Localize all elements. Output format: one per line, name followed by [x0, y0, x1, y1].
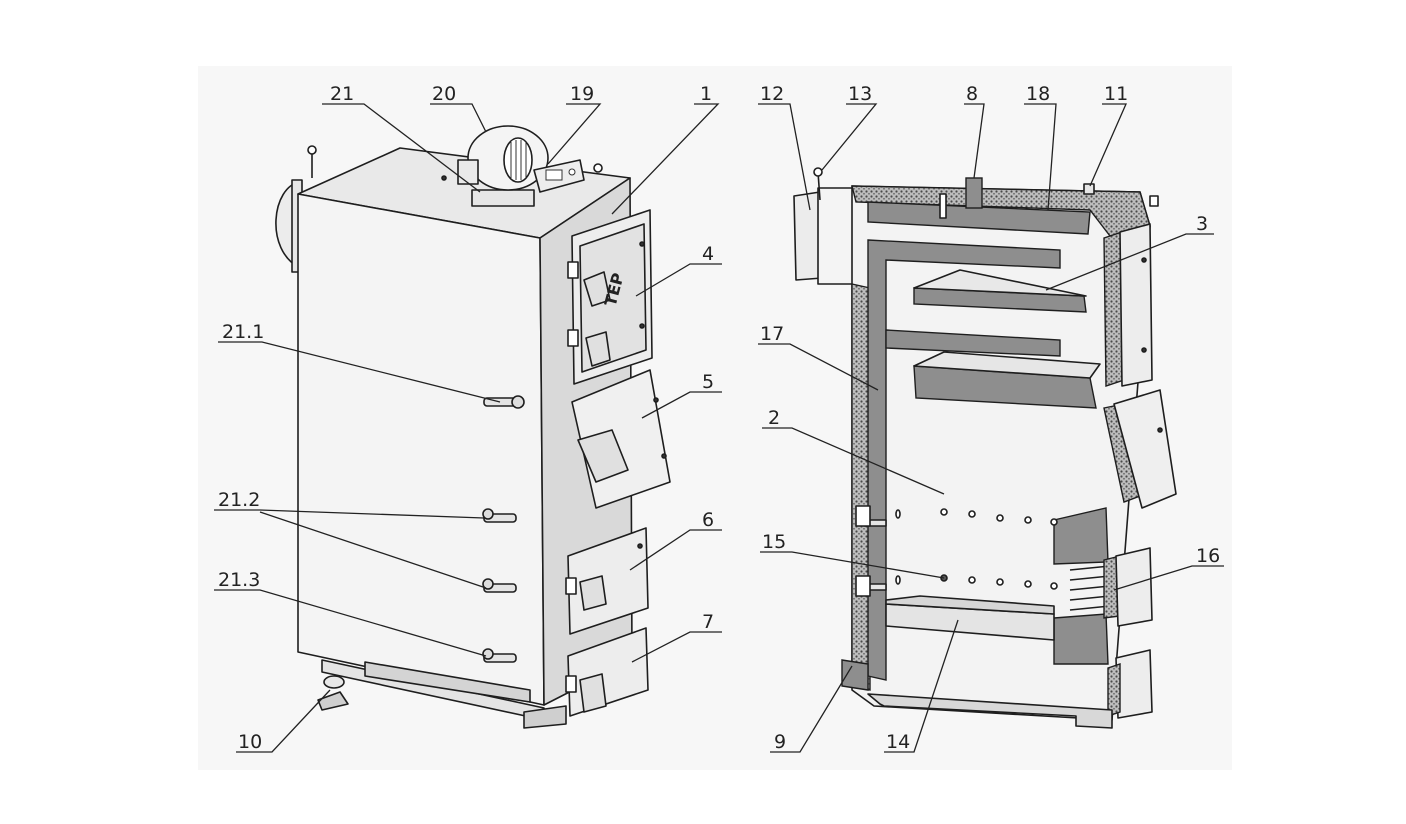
- label-8: 8: [966, 83, 978, 105]
- label-17: 17: [760, 323, 784, 345]
- label-1: 1: [700, 83, 712, 105]
- air-damper-pipe: [457, 159, 479, 185]
- lower-grate-jacket: [1053, 613, 1109, 665]
- section-open-door: [1113, 389, 1177, 509]
- label-11: 11: [1104, 83, 1128, 105]
- boiler-section-view: [793, 167, 1177, 729]
- drain-valve: [323, 675, 345, 689]
- side-handle-21-2-upper: [482, 508, 517, 523]
- label-6: 6: [702, 509, 714, 531]
- label-21-1: 21.1: [222, 321, 264, 343]
- callout-labels: 21 20 19 1 4 21.1 5 21.2 6 21.3 7 10 12 …: [218, 83, 1220, 753]
- label-18: 18: [1026, 83, 1050, 105]
- safety-valve: [1083, 183, 1095, 195]
- return-inlet: [841, 659, 869, 691]
- label-3: 3: [1196, 213, 1208, 235]
- side-handle-21-1: [483, 395, 525, 409]
- left-foot: [317, 691, 349, 711]
- label-20: 20: [432, 83, 456, 105]
- side-handle-21-3: [482, 648, 517, 663]
- fan-mount: [471, 189, 535, 207]
- section-ash-door: [1115, 547, 1153, 627]
- label-19: 19: [570, 83, 594, 105]
- right-foot: [523, 705, 567, 729]
- leader-lines: [214, 103, 1224, 753]
- label-10: 10: [238, 731, 262, 753]
- label-7: 7: [702, 611, 714, 633]
- label-21-2: 21.2: [218, 489, 260, 511]
- side-handle-21-2-lower: [482, 578, 517, 593]
- label-13: 13: [848, 83, 872, 105]
- thermometer-knob: [307, 145, 317, 155]
- fan-grille: [503, 137, 533, 183]
- label-2: 2: [768, 407, 780, 429]
- door4-handle: [583, 271, 611, 307]
- thermometer-section: [813, 167, 823, 177]
- label-16: 16: [1196, 545, 1220, 567]
- section-loading-door: [1119, 223, 1153, 387]
- outlet-pipe: [965, 177, 983, 209]
- base-recess: [364, 661, 531, 703]
- label-15: 15: [762, 531, 786, 553]
- boiler-exterior-view: TEP: [275, 125, 671, 729]
- section-base: [867, 693, 1113, 729]
- label-12: 12: [760, 83, 784, 105]
- boiler-side-panel: [297, 193, 545, 706]
- label-21: 21: [330, 83, 354, 105]
- label-4: 4: [702, 243, 714, 265]
- label-5: 5: [702, 371, 714, 393]
- top-water-jacket: [867, 201, 1091, 235]
- section-cleaning-door: [1115, 649, 1153, 719]
- label-9: 9: [774, 731, 786, 753]
- label-14: 14: [886, 731, 910, 753]
- label-21-3: 21.3: [218, 569, 260, 591]
